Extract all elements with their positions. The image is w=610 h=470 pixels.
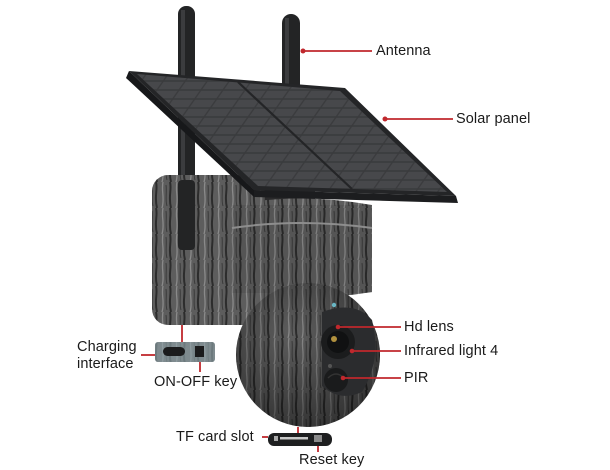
label-tf-card-slot: TF card slot (176, 429, 254, 445)
label-infrared-light: Infrared light 4 (404, 343, 499, 359)
leader-lines (141, 50, 453, 452)
status-led (331, 302, 337, 308)
label-charging-interface-line1: Charging (77, 339, 137, 355)
label-solar-panel: Solar panel (456, 111, 531, 127)
pir-sensor (324, 368, 348, 392)
camera-ball (236, 283, 380, 427)
tf-card-slot-detail (268, 433, 332, 446)
charging-port-detail (155, 342, 215, 362)
label-antenna: Antenna (376, 43, 431, 59)
label-charging-interface-line2: interface (77, 356, 134, 372)
label-pir: PIR (404, 370, 429, 386)
label-hd-lens: Hd lens (404, 319, 454, 335)
label-reset-key: Reset key (299, 452, 365, 468)
camera-head-upper (231, 198, 373, 298)
solar-panel-shape (126, 71, 458, 203)
label-on-off-key: ON-OFF key (154, 374, 238, 390)
antenna-right (282, 14, 300, 94)
